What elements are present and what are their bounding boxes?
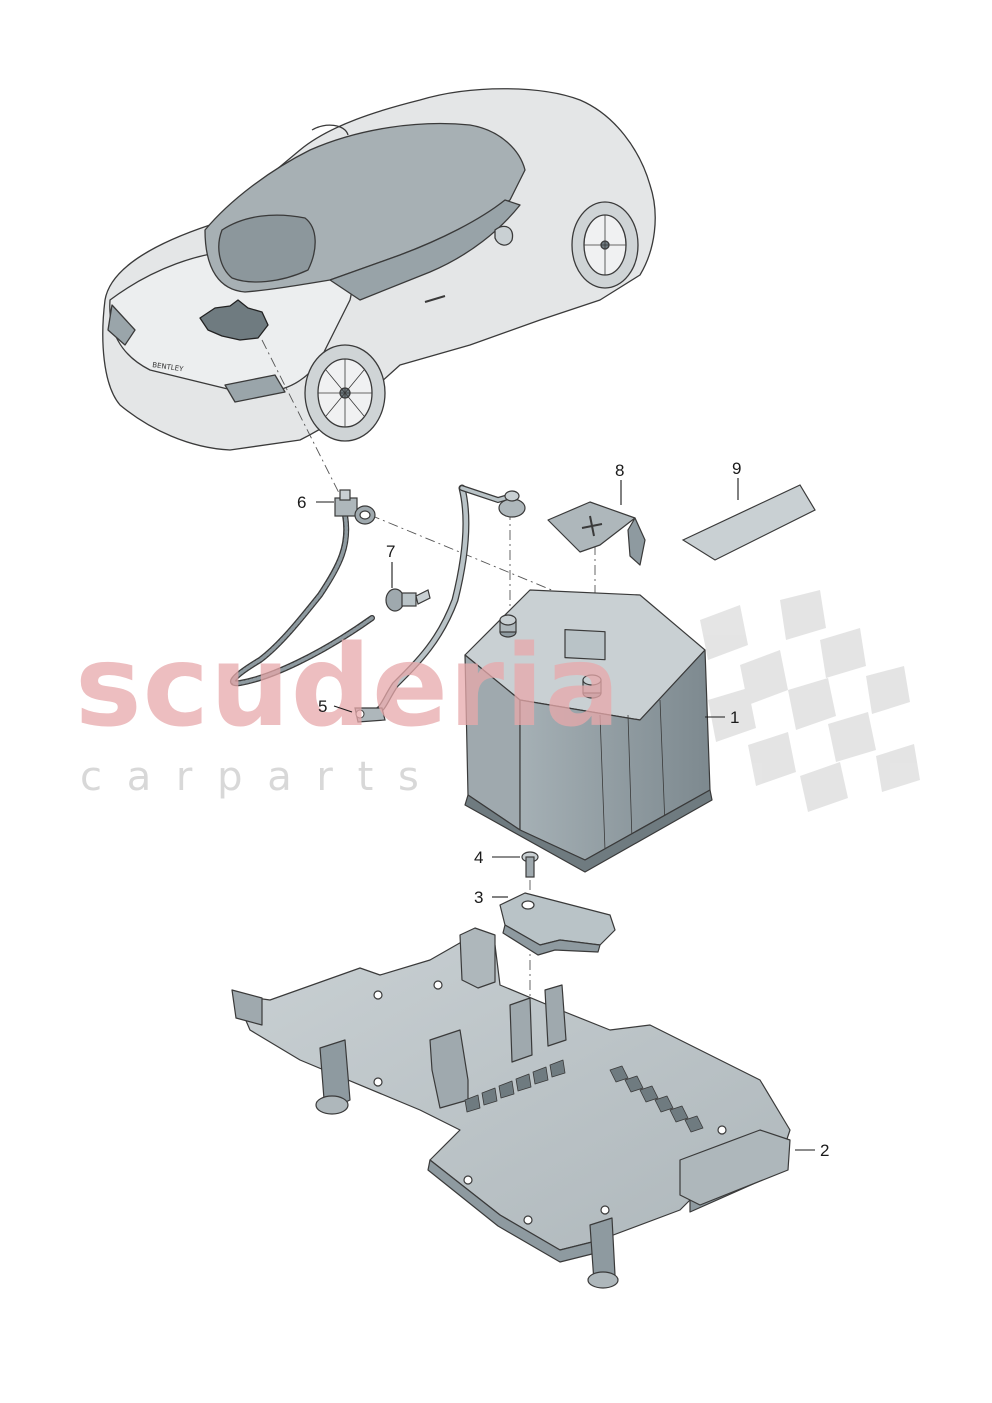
part-7-vent-plug[interactable]: [385, 588, 431, 612]
part-9-label-sticker[interactable]: [681, 484, 816, 561]
watermark-tagline: c a r p a r t s: [80, 754, 425, 800]
rear-wheel: [304, 344, 386, 442]
tail-light-left: [107, 304, 136, 346]
callout-6: 6: [297, 493, 306, 512]
roll-hoop: [311, 124, 349, 136]
door-handle: [424, 295, 446, 303]
part-5-ground-cable[interactable]: [354, 484, 526, 723]
callout-1: 1: [730, 708, 739, 727]
battery-location-highlight: [199, 299, 269, 341]
watermark-flag: [700, 590, 920, 812]
part-6-vent-hose[interactable]: [230, 489, 376, 687]
callout-8: 8: [615, 461, 624, 480]
callout-7: 7: [386, 542, 395, 561]
vehicle-illustration: [102, 88, 656, 451]
part-3-clamp[interactable]: [499, 892, 616, 956]
part-8-terminal-cover[interactable]: [547, 501, 646, 566]
callout-leaders: [316, 478, 815, 1151]
battery-top-plate: [564, 629, 606, 661]
callout-2: 2: [820, 1141, 829, 1160]
callout-3: 3: [474, 888, 483, 907]
part-1-battery[interactable]: [464, 589, 713, 873]
tail-light-right: [224, 374, 286, 403]
part-2-battery-tray[interactable]: [231, 927, 791, 1289]
callout-9: 9: [732, 459, 741, 478]
front-wheel: [571, 201, 639, 289]
watermark-brand: scuderia: [75, 622, 621, 752]
callout-5: 5: [318, 697, 327, 716]
part-4-bolt[interactable]: [521, 851, 539, 878]
battery-terminal-positive: [582, 674, 602, 699]
battery-terminal-negative: [499, 614, 517, 638]
callout-4: 4: [474, 848, 483, 867]
side-window: [329, 199, 521, 301]
callout-numbers: 1 2 3 4 5 6 7 8 9: [297, 459, 829, 1160]
side-mirror: [494, 225, 514, 246]
rear-window: [218, 214, 316, 283]
